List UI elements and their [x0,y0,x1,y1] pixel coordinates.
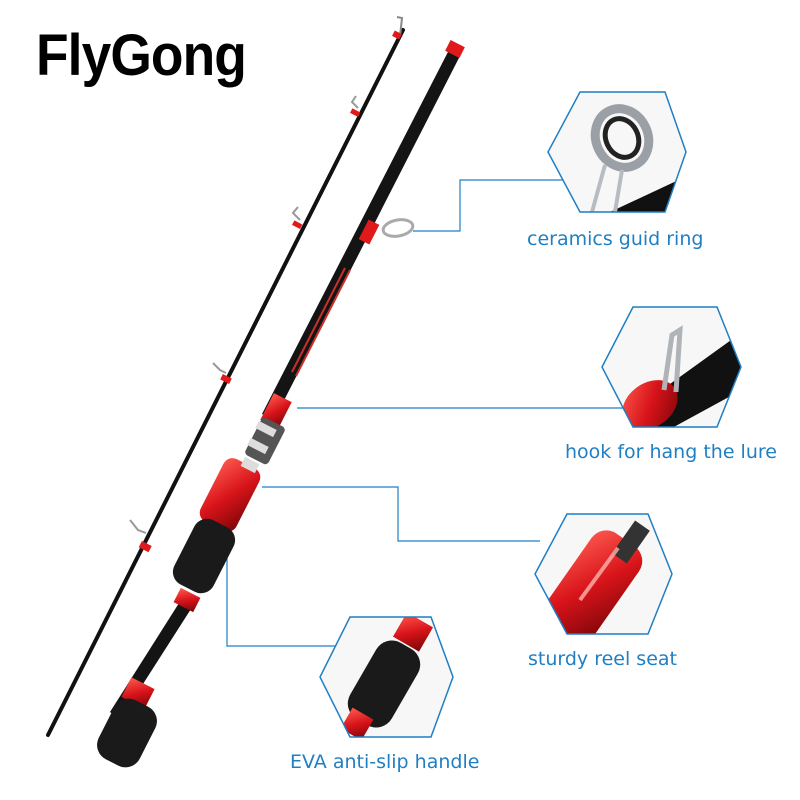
rod-tip-section [46,16,405,737]
detail-reel-seat-image [534,513,673,635]
detail-ceramic-guide-image [547,91,687,213]
caption-eva-handle: EVA anti-slip handle [290,751,480,773]
caption-ceramic-guide-ring: ceramics guid ring [527,228,704,250]
callout-lines [226,179,625,647]
brand-logo-text: FlyGong [36,23,247,88]
detail-hook-keeper-image [601,306,742,428]
caption-reel-seat: sturdy reel seat [528,648,677,670]
caption-hook-keeper: hook for hang the lure [565,441,777,463]
rod-butt-section [97,40,465,768]
detail-eva-handle-image [319,616,454,738]
